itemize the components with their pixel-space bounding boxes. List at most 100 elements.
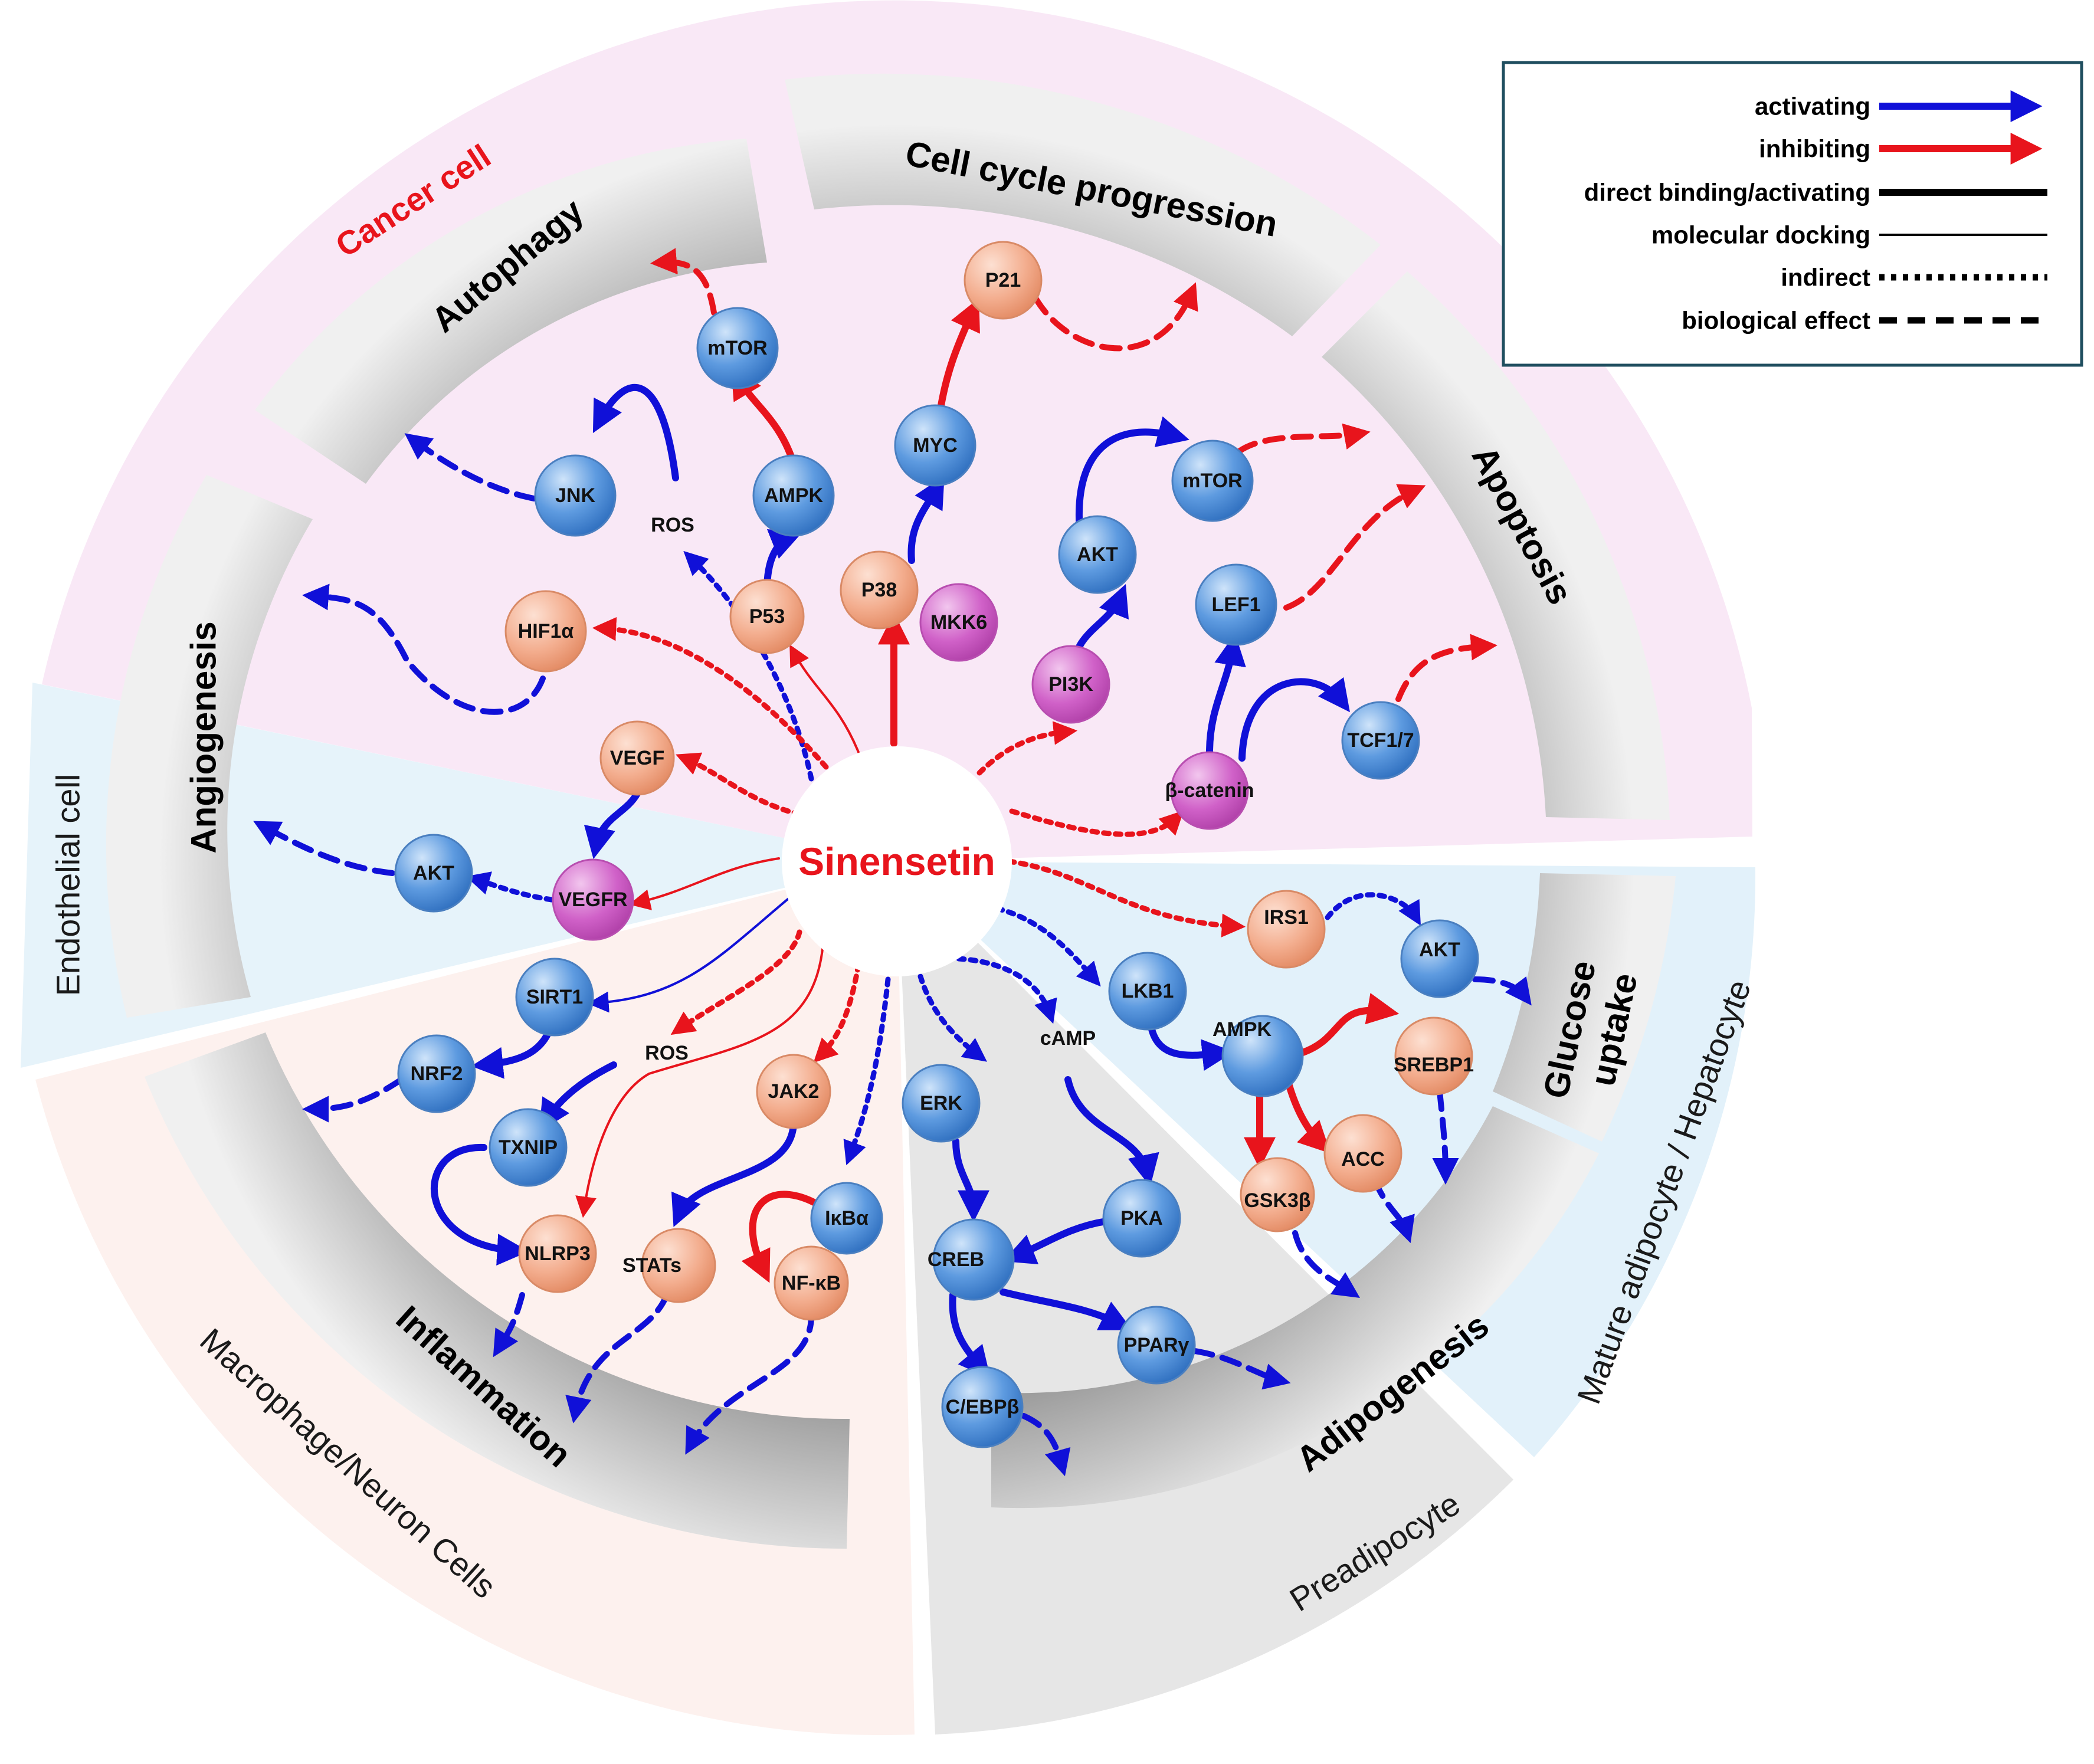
band-glucose-uptake	[1493, 873, 1676, 1142]
arrow-p38-to-myc	[907, 476, 945, 564]
node-label: NLRP3	[525, 1242, 590, 1265]
band-autophagy	[255, 139, 767, 484]
arrow-creb-to-ppary	[1000, 1288, 1133, 1330]
node-label: AKT	[1419, 939, 1460, 961]
node-label: SREBP1	[1394, 1054, 1474, 1076]
arrow-nlrp3-to-inflammation	[493, 1292, 525, 1358]
sector-preadipocyte	[897, 861, 1513, 1735]
node-erk: ERK	[902, 1064, 981, 1143]
arrow-bcat-to-lef1	[1206, 633, 1246, 756]
band-inflammation	[145, 1032, 850, 1549]
node-myc: MYC	[894, 404, 976, 487]
node-akt-apoptosis: AKT	[1058, 515, 1137, 594]
node-tcf: TCF1/7	[1341, 701, 1420, 780]
node-txnip: TXNIP	[489, 1108, 568, 1187]
arrow-irs1-to-akt	[1325, 892, 1421, 926]
arrow-sin-to-camp	[956, 956, 1057, 1024]
node-mtor-apoptosis: mTOR	[1171, 440, 1254, 522]
arrow-jnk-to-autophagy	[404, 433, 537, 501]
node-label: ERK	[920, 1092, 962, 1114]
arrow-stats-to-inflammation	[565, 1292, 670, 1424]
node-vegfr: VEGFR	[552, 858, 634, 941]
node-akt-endothelial: AKT	[394, 834, 473, 913]
arrow-gsk3b-to-adipogenesis	[1292, 1230, 1360, 1298]
arrow-sin-to-nlrp3	[575, 943, 824, 1218]
arrow-mtor-to-autophagy	[650, 248, 717, 316]
node-label: P53	[749, 605, 785, 628]
arrow-sin-to-jak2	[813, 962, 861, 1063]
arrow-sin-to-sirt1	[587, 896, 792, 1013]
node-label: P21	[985, 269, 1021, 291]
sinensetin-label: Sinensetin	[798, 840, 995, 883]
node-irs1: IRS1	[1247, 890, 1326, 969]
node-label: TXNIP	[499, 1136, 558, 1159]
arrow-p21-to-cellcycle	[1033, 282, 1198, 352]
arrow-tcf-to-apoptosis	[1395, 634, 1497, 702]
node-mtor-autophagy: mTOR	[696, 307, 779, 389]
band-cell-cycle	[785, 73, 1381, 336]
legend-effect-label: biological effect	[1682, 307, 1870, 335]
arrow-sin-to-bcatenin	[1009, 808, 1184, 837]
node-nlrp3: NLRP3	[518, 1214, 597, 1293]
node-ampk-autophagy: AMPK	[752, 454, 835, 537]
node-label: TCF1/7	[1347, 729, 1414, 752]
node-pka: PKA	[1102, 1179, 1181, 1258]
node-ampk-glucose: AMPK	[1213, 1015, 1304, 1097]
node-hif1a: HIF1α	[504, 590, 587, 673]
arrow-akt-to-mtor	[1076, 416, 1189, 535]
node-lkb1: LKB1	[1108, 952, 1187, 1031]
arrow-sin-to-hif1a	[592, 617, 829, 770]
node-label: MYC	[913, 434, 958, 457]
node-vegf: VEGF	[599, 720, 675, 796]
node-label: JNK	[555, 484, 595, 507]
band-adipogenesis	[991, 1106, 1599, 1509]
legend-direct-label: direct binding/activating	[1584, 179, 1870, 206]
node-nfkb: NF-κB	[774, 1245, 849, 1321]
node-label: NF-κB	[782, 1272, 841, 1294]
node-label: PPARγ	[1124, 1334, 1189, 1356]
band-apoptosis	[1322, 271, 1670, 820]
arrow-vegfr-to-akt	[466, 871, 555, 903]
process-bands	[106, 73, 1676, 1549]
legend-docking-label: molecular docking	[1651, 221, 1870, 249]
node-label: NRF2	[411, 1063, 463, 1085]
arrow-ikba-to-nfkb	[741, 1191, 830, 1283]
legend-indirect-label: indirect	[1781, 264, 1870, 291]
arrow-sin-to-ros-inf	[670, 929, 802, 1035]
legend-inhibiting-label: inhibiting	[1759, 135, 1870, 163]
arrow-sin-to-ros-auto	[683, 550, 814, 782]
arrow-sin-to-pi3k	[976, 721, 1078, 776]
band-label-angiogenesis: Angiogenesis	[184, 621, 224, 853]
node-label: PI3K	[1048, 673, 1093, 696]
node-label: AKT	[1077, 543, 1118, 566]
node-label: JAK2	[768, 1080, 820, 1103]
molecule-nodes: mTOR JNK ROS AMPK P53 HIF1α P21 MYC MKK6…	[394, 241, 1479, 1448]
node-akt-glucose: AKT	[1400, 919, 1479, 998]
node-label: CREB	[928, 1248, 984, 1271]
node-label: SIRT1	[526, 986, 583, 1008]
legend-activating-label: activating	[1755, 93, 1870, 120]
arrow-sin-to-p53	[789, 644, 860, 753]
arrow-vegf-to-vegfr	[584, 790, 641, 860]
arrow-sin-to-vegf	[676, 752, 802, 817]
arrow-akt-to-glucose	[1472, 976, 1532, 1006]
node-nrf2: NRF2	[397, 1034, 476, 1113]
sinensetin-center: Sinensetin	[782, 746, 1012, 976]
node-label: VEGFR	[558, 888, 627, 911]
arrow-sin-to-vegfr	[628, 857, 780, 910]
node-cebpb: C/EBPβ	[941, 1366, 1024, 1448]
arrow-creb-to-cebpb	[949, 1291, 991, 1379]
node-gsk3b: GSK3β	[1240, 1157, 1315, 1232]
node-p53: P53	[729, 579, 805, 654]
arrow-hif-to-angiogenesis	[302, 583, 546, 715]
arrow-lef1-to-apoptosis	[1283, 484, 1426, 611]
arrow-sin-to-ikba	[843, 976, 891, 1166]
node-ros-inflammation: ROS	[645, 1042, 689, 1064]
node-label: mTOR	[707, 337, 767, 359]
arrow-ampk-to-acc	[1286, 1082, 1331, 1154]
node-label: C/EBPβ	[946, 1396, 1020, 1418]
node-sirt1: SIRT1	[515, 958, 594, 1037]
legend-box	[1502, 61, 2083, 367]
arrow-ros-to-txnip	[539, 1061, 617, 1132]
node-label: β-catenin	[1165, 779, 1254, 802]
